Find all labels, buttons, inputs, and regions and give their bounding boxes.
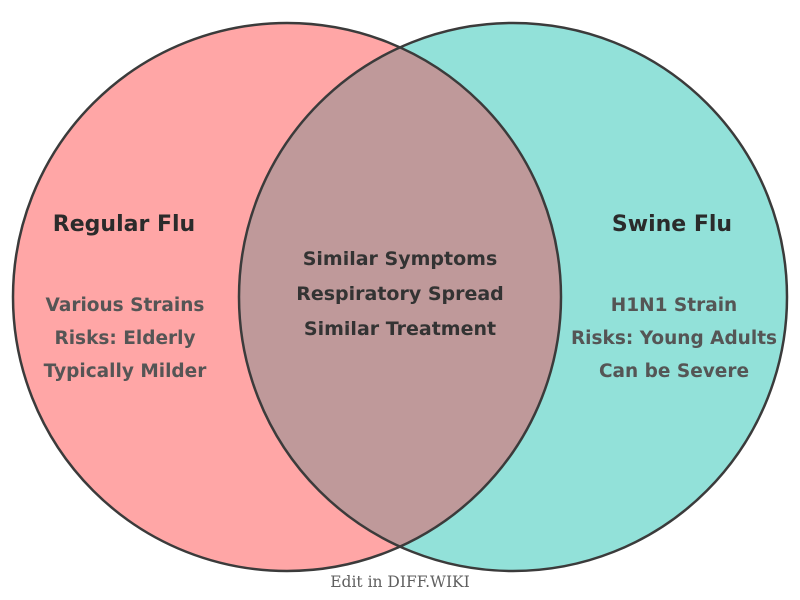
overlap-item: Respiratory Spread [296,283,504,305]
left-set-item: Typically Milder [44,361,208,382]
overlap-item: Similar Treatment [304,318,496,340]
overlap-item: Similar Symptoms [303,248,498,270]
edit-in-diffwiki-link[interactable]: Edit in DIFF.WIKI [330,573,470,591]
right-set-title: Swine Flu [612,212,732,237]
right-set-item: Can be Severe [599,361,749,382]
left-circle-outline [11,21,563,573]
left-set-title: Regular Flu [53,212,195,237]
left-set-item: Various Strains [46,295,205,316]
intersection-fill [239,23,561,571]
left-set-item: Risks: Elderly [54,328,195,349]
right-circle-outline [237,21,789,573]
right-set-item: Risks: Young Adults [571,328,777,349]
intersection-region [239,23,561,571]
right-set-item: H1N1 Strain [611,295,737,316]
